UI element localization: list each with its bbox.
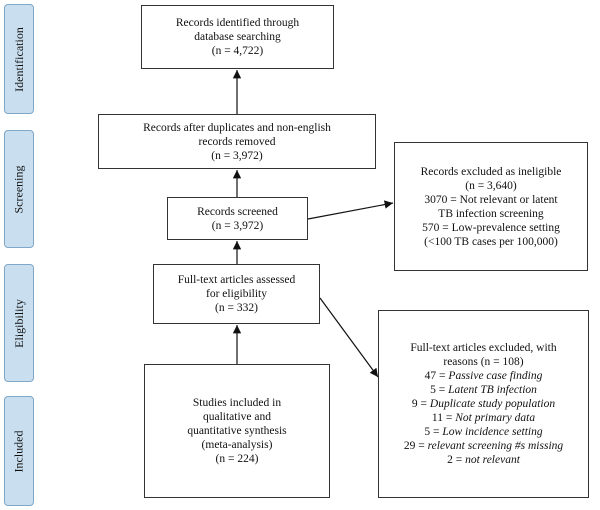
records-after-duplicates-count: (n = 3,972) [211, 149, 263, 162]
fulltext-assessed-count: (n = 332) [215, 302, 258, 314]
exclusion-reason: 2 = not relevant [447, 454, 520, 466]
exclusion-reason: 5 = Latent TB infection [430, 384, 537, 396]
records-identified-line-2: database searching [194, 31, 281, 43]
records-after-duplicates-line-2: records removed [198, 135, 276, 148]
records-screened-count: (n = 3,972) [211, 219, 264, 232]
records-excluded-reason-2b: (<100 TB cases per 100,000) [424, 235, 558, 248]
studies-included-box: Studies included in qualitative and quan… [144, 364, 330, 498]
records-identified-box: Records identified through database sear… [141, 5, 334, 69]
fulltext-excluded-header-1: Full-text articles excluded, with [410, 342, 557, 354]
fulltext-assessed-line-2: for eligibility [205, 288, 267, 300]
records-screened-line-1: Records screened [197, 205, 278, 218]
fulltext-assessed-line-1: Full-text articles assessed [177, 274, 296, 286]
stage-screening: Screening [4, 130, 34, 248]
studies-included-line-3: quantitative synthesis [187, 425, 287, 437]
studies-included-line-2: qualitative and [202, 411, 272, 423]
fulltext-excluded-header-2: reasons (n = 108) [443, 356, 524, 368]
records-excluded-reason-1b: TB infection screening [438, 207, 544, 220]
stage-included: Included [4, 396, 34, 506]
records-excluded-count: (n = 3,640) [465, 179, 517, 192]
records-excluded-box: Records excluded as ineligible (n = 3,64… [394, 142, 588, 271]
studies-included-line-1: Studies included in [192, 397, 282, 409]
records-excluded-line-1: Records excluded as ineligible [420, 165, 562, 178]
records-after-duplicates-box: Records after duplicates and non-english… [98, 114, 376, 169]
exclusion-reason: 47 = Passive case finding [424, 370, 543, 382]
records-excluded-reason-1a: 3070 = Not relevant or latent [424, 193, 558, 206]
records-after-duplicates-line-1: Records after duplicates and non-english [143, 121, 331, 134]
exclusion-reason: 9 = Duplicate study population [411, 398, 556, 410]
arrow-to-excluded-ineligible [307, 200, 394, 220]
records-identified-line-1: Records identified through [175, 17, 300, 29]
arrow-to-fulltext-excluded [319, 297, 379, 378]
fulltext-excluded-box: Full-text articles excluded, with reason… [378, 310, 589, 498]
exclusion-reason: 29 = relevant screening #s missing [403, 440, 564, 452]
records-excluded-reason-2a: 570 = Low-prevalence setting [422, 221, 560, 234]
stage-identification: Identification [4, 4, 34, 114]
studies-included-line-4: (meta-analysis) [201, 439, 273, 451]
stage-eligibility: Eligibility [4, 264, 34, 382]
studies-included-count: (n = 224) [215, 453, 259, 465]
exclusion-reason: 5 = Low incidence setting [424, 426, 543, 438]
records-screened-box: Records screened (n = 3,972) [167, 197, 308, 240]
records-identified-count: (n = 4,722) [211, 45, 264, 57]
fulltext-assessed-box: Full-text articles assessed for eligibil… [153, 264, 320, 324]
exclusion-reason: 11 = Not primary data [431, 412, 536, 424]
